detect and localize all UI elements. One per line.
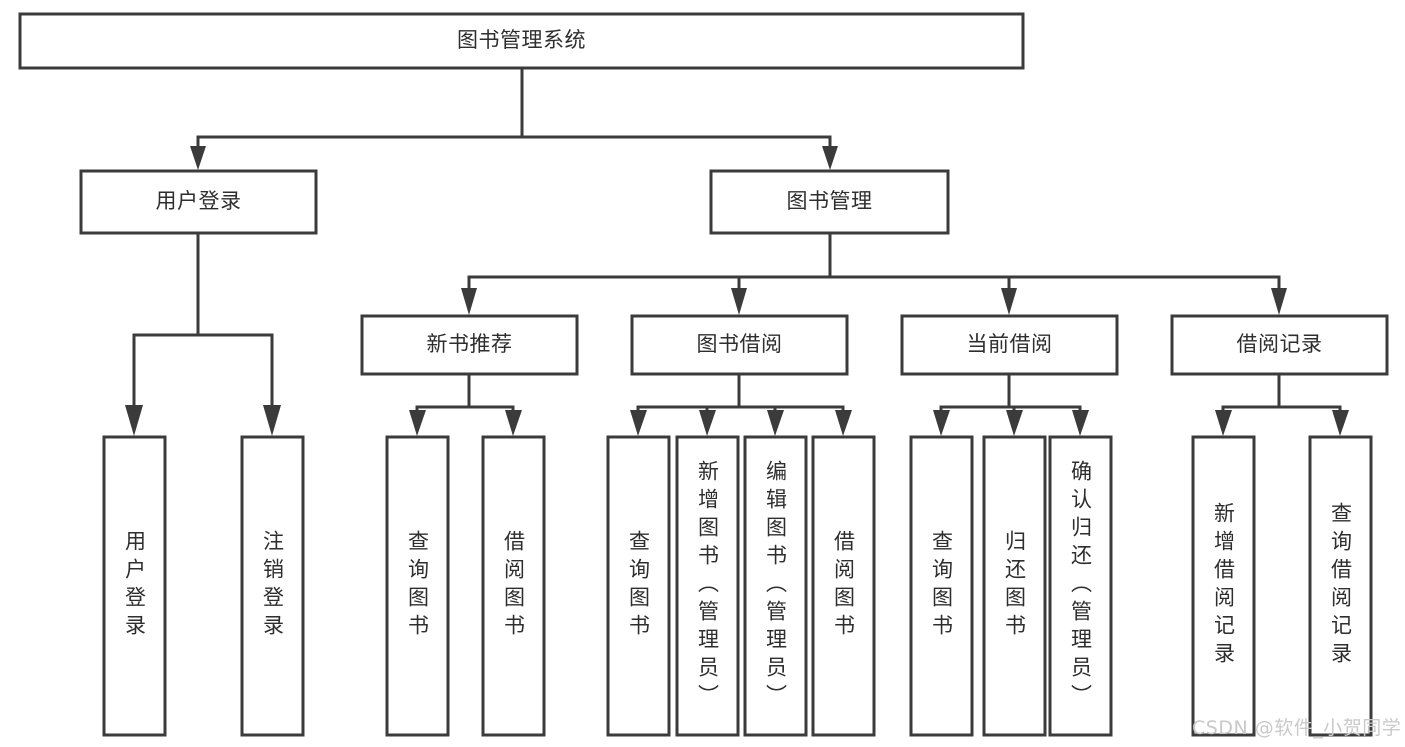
arrowhead-newbook-0 bbox=[409, 410, 426, 436]
arrowhead-bookborrow-2 bbox=[767, 410, 784, 436]
arrowhead-bookmgmt-2 bbox=[1001, 288, 1017, 315]
arrowhead-userlogin-0 bbox=[125, 405, 143, 436]
arrowhead-bookmgmt-1 bbox=[731, 288, 747, 315]
arrowhead-userlogin-1 bbox=[263, 405, 281, 436]
arrowhead-bookmgmt-0 bbox=[461, 288, 477, 315]
leaf-box-book-borrow-1[interactable] bbox=[675, 435, 740, 737]
leaf-box-current-borrow-1[interactable] bbox=[982, 435, 1047, 737]
arrowhead-bookmgmt-3 bbox=[1271, 288, 1287, 315]
arrowhead-borrowrecord-0 bbox=[1215, 410, 1232, 436]
leaf-box-new-book-0[interactable] bbox=[385, 435, 450, 737]
arrowhead-root-to-user-login bbox=[190, 146, 206, 170]
arrowhead-borrowrecord-1 bbox=[1332, 410, 1349, 436]
node-box-book-borrow[interactable] bbox=[630, 314, 849, 376]
node-box-book-management[interactable] bbox=[709, 169, 950, 235]
node-box-borrow-record[interactable] bbox=[1170, 314, 1389, 376]
leaf-box-user-login-1[interactable] bbox=[240, 435, 305, 737]
node-box-new-book-recommend[interactable] bbox=[360, 314, 579, 376]
arrowhead-bookborrow-1 bbox=[699, 410, 716, 436]
leaf-box-borrow-record-1[interactable] bbox=[1308, 435, 1373, 737]
leaf-box-user-login-0[interactable] bbox=[102, 435, 167, 737]
arrowhead-currentborrow-2 bbox=[1072, 410, 1089, 436]
arrowhead-root-to-book-management bbox=[822, 146, 838, 170]
node-box-user-login[interactable] bbox=[79, 169, 318, 235]
node-box-current-borrow[interactable] bbox=[900, 314, 1119, 376]
node-box-root[interactable] bbox=[18, 12, 1025, 70]
csdn-watermark: CSDN @软件_小贺同学 bbox=[1192, 717, 1402, 739]
arrowhead-bookborrow-3 bbox=[835, 410, 852, 436]
leaf-box-new-book-1[interactable] bbox=[481, 435, 546, 737]
arrowhead-bookborrow-0 bbox=[630, 410, 647, 436]
arrowhead-currentborrow-1 bbox=[1006, 410, 1023, 436]
leaf-box-book-borrow-3[interactable] bbox=[811, 435, 876, 737]
leaf-box-borrow-record-0[interactable] bbox=[1191, 435, 1256, 737]
arrowhead-newbook-1 bbox=[505, 410, 522, 436]
leaf-box-book-borrow-0[interactable] bbox=[606, 435, 671, 737]
leaf-box-book-borrow-2[interactable] bbox=[743, 435, 808, 737]
leaf-box-current-borrow-2[interactable] bbox=[1048, 435, 1113, 737]
leaf-box-current-borrow-0[interactable] bbox=[909, 435, 974, 737]
arrowhead-currentborrow-0 bbox=[933, 410, 950, 436]
